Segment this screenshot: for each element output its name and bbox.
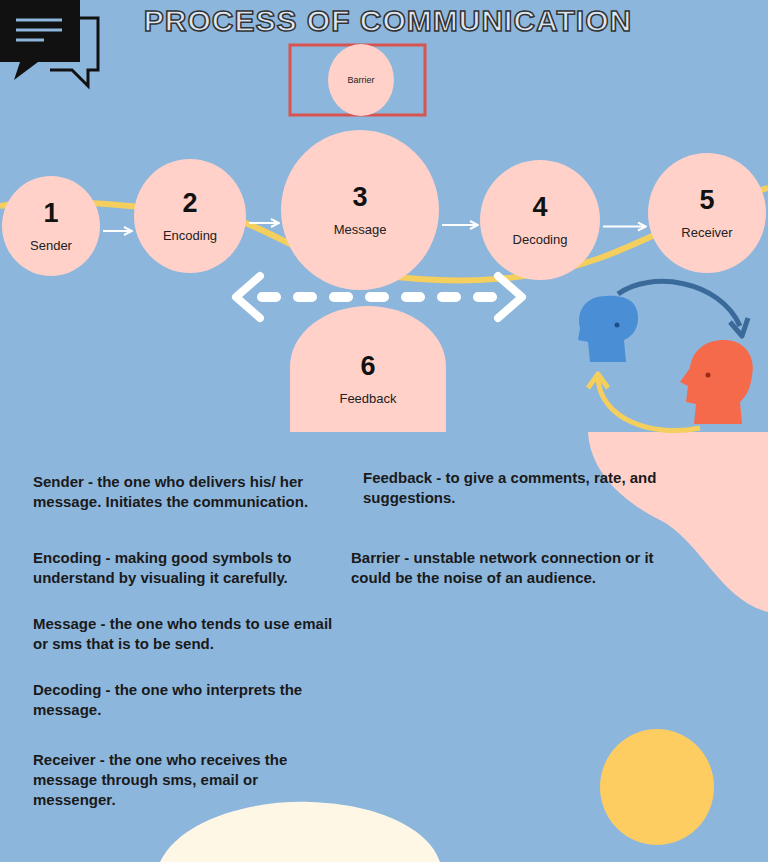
- blob: [588, 432, 768, 612]
- flow-arrow: [442, 224, 477, 226]
- step-circle: 4Decoding: [480, 160, 600, 280]
- step-circle: 3Message: [281, 130, 439, 290]
- definition-text: Encoding - making good symbols to unders…: [33, 548, 347, 588]
- chat-line: [16, 29, 62, 32]
- step-circle: 6Feedback: [290, 306, 446, 432]
- step-circle: 5Receiver: [648, 153, 766, 273]
- flow-arrow: [249, 222, 278, 224]
- step-number: 1: [43, 199, 58, 229]
- step-number: 6: [360, 352, 375, 382]
- head-icon: [680, 340, 753, 424]
- barrier-frame: [290, 45, 425, 115]
- step-label: Message: [334, 222, 387, 237]
- step-label: Decoding: [513, 232, 568, 247]
- definition-text: Feedback - to give a comments, rate, and…: [363, 468, 683, 508]
- step-number: 4: [532, 193, 547, 223]
- chat-line: [16, 39, 44, 42]
- blob: [160, 802, 440, 862]
- definition-text: Receiver - the one who receives the mess…: [33, 750, 333, 810]
- cycle-arrowhead: [588, 374, 608, 388]
- step-label: Encoding: [163, 228, 217, 243]
- chevron: [498, 276, 522, 318]
- chat-line: [16, 19, 62, 22]
- cycle-arrowhead: [730, 318, 748, 336]
- head-eye: [706, 373, 711, 378]
- chevron: [236, 276, 260, 318]
- step-number: 2: [182, 189, 197, 219]
- step-label: Sender: [30, 238, 72, 253]
- definition-text: Barrier - unstable network connection or…: [351, 548, 669, 588]
- head-eye: [615, 323, 620, 328]
- step-label: Receiver: [681, 225, 732, 240]
- dashed-arrow: [262, 292, 492, 302]
- head-icon: [578, 296, 638, 362]
- yellow-circle: [600, 729, 714, 845]
- flow-arrow: [103, 230, 131, 232]
- chat-icon-tail: [14, 62, 38, 80]
- page-title: PROCESS OF COMMUNICATION: [0, 4, 768, 38]
- definition-text: Decoding - the one who interprets the me…: [33, 680, 333, 720]
- flow-arrow: [603, 226, 645, 228]
- step-circle: Barrier: [328, 44, 394, 116]
- chat-icon: [0, 0, 80, 62]
- step-number: 3: [352, 183, 367, 213]
- chat-icon-back: [50, 18, 98, 86]
- cycle-arrow: [598, 378, 700, 431]
- step-circle: 2Encoding: [134, 159, 246, 273]
- step-label: Feedback: [339, 391, 396, 406]
- step-circle: 1Sender: [2, 176, 100, 276]
- step-label: Barrier: [347, 75, 374, 85]
- definition-text: Message - the one who tends to use email…: [33, 614, 339, 654]
- step-number: 5: [699, 186, 714, 216]
- definition-text: Sender - the one who delivers his/ her m…: [33, 472, 351, 512]
- cycle-arrow: [618, 281, 740, 326]
